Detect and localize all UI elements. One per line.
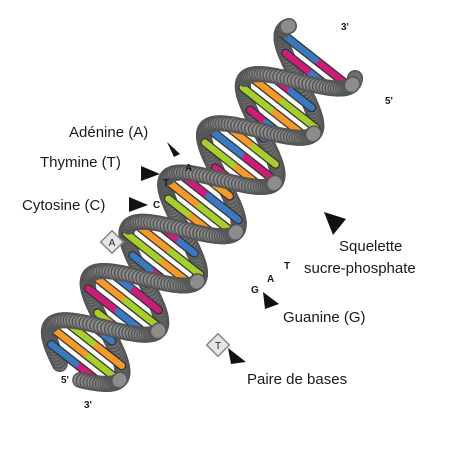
base-pair-half bbox=[48, 341, 80, 368]
top-5prime-label: 5' bbox=[385, 96, 393, 107]
letter-c-top: C bbox=[153, 200, 160, 211]
adenine-pointer-icon bbox=[167, 142, 180, 157]
backbone-segment bbox=[112, 373, 127, 388]
thymine-label: Thymine (T) bbox=[40, 154, 121, 171]
backbone-segment bbox=[190, 274, 205, 289]
base-pair-half bbox=[278, 30, 319, 64]
base-pair-half bbox=[279, 98, 320, 132]
guanine-label: Guanine (G) bbox=[283, 309, 366, 326]
backbone-segment bbox=[306, 126, 321, 141]
adenine-label: Adénine (A) bbox=[69, 124, 148, 141]
pointer-arrows bbox=[129, 142, 346, 364]
base-pair-half bbox=[287, 88, 316, 112]
base-pair-half bbox=[130, 287, 162, 314]
base-pair-half bbox=[163, 245, 204, 278]
backbone-label-line2: sucre-phosphate bbox=[304, 260, 416, 277]
front-backbone-strand bbox=[42, 18, 361, 392]
backbone-segment bbox=[345, 77, 360, 92]
base-pair-pointer-icon bbox=[228, 348, 246, 364]
thymine-pointer-icon bbox=[141, 166, 160, 181]
base-pair-half bbox=[213, 182, 233, 200]
badge-t: T bbox=[205, 332, 231, 358]
base-pair-half bbox=[89, 339, 126, 370]
cytosine-pointer-icon bbox=[129, 197, 148, 212]
base-pair-half bbox=[162, 176, 204, 211]
badge-a: A bbox=[99, 229, 125, 255]
base-pair-half bbox=[205, 193, 242, 224]
letter-g-mid: G bbox=[251, 285, 259, 296]
letter-t-mid: T bbox=[284, 261, 290, 272]
base-pair-half bbox=[282, 49, 311, 74]
guanine-pointer-icon bbox=[263, 292, 279, 309]
backbone-segment bbox=[228, 225, 243, 240]
base-pair-half bbox=[165, 195, 196, 221]
base-pair-half bbox=[172, 234, 198, 257]
letter-a-mid: A bbox=[267, 274, 274, 285]
backbone-label-line1: Squelette bbox=[339, 238, 402, 255]
base-pair-half bbox=[246, 140, 279, 168]
top-3prime-label: 3' bbox=[341, 22, 349, 33]
base-pair-half bbox=[84, 285, 121, 315]
backbone-segment bbox=[151, 323, 166, 338]
base-pair-half bbox=[129, 252, 154, 273]
letter-a-top: A bbox=[185, 163, 192, 174]
badge-t-text: T bbox=[215, 341, 221, 352]
backbone-pointer-icon bbox=[324, 212, 346, 235]
cytosine-label: Cytosine (C) bbox=[22, 197, 105, 214]
backbone-segment bbox=[267, 176, 282, 191]
base-pair-label: Paire de bases bbox=[247, 371, 347, 388]
base-pair-half bbox=[246, 106, 270, 127]
bottom-5prime-label: 5' bbox=[61, 375, 69, 386]
backbone-segment bbox=[280, 19, 296, 34]
base-pair-half bbox=[201, 139, 237, 169]
badge-a-text: A bbox=[109, 238, 116, 249]
letter-t-top: T bbox=[163, 178, 169, 189]
base-pair-half bbox=[123, 230, 163, 263]
bottom-3prime-label: 3' bbox=[84, 400, 92, 411]
base-pair-half bbox=[239, 84, 278, 116]
